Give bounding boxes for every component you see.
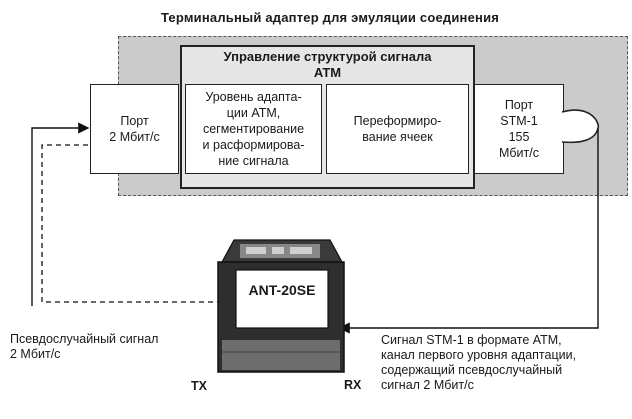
- adapter-title: Терминальный адаптер для эмуляции соедин…: [160, 10, 500, 25]
- tx-label: TX: [191, 379, 207, 393]
- rx-label: RX: [344, 378, 362, 392]
- port-2mbit-block: Порт 2 Мбит/с: [90, 84, 179, 174]
- port-input-line: [31, 122, 90, 306]
- cell-reformatting-block: Переформиро- вание ячеек: [326, 84, 469, 174]
- rx-signal-line: [338, 128, 599, 334]
- atm-control-title: Управление структурой сигнала ATM: [223, 49, 432, 80]
- atm-adaptation-block: Уровень адапта- ции АТМ, сегментирование…: [185, 84, 322, 174]
- device-label: ANT-20SE: [248, 282, 316, 298]
- tx-pseudorandom-line: [41, 144, 240, 308]
- stm1-loop-connector: [561, 109, 600, 144]
- tx-signal-note: Псевдослучайный сигнал 2 Мбит/с: [10, 332, 159, 361]
- rx-signal-note: Сигнал STM-1 в формате АТМ, канал первог…: [381, 333, 577, 392]
- ant20se-device-icon: [217, 239, 345, 373]
- port-stm1-block: Порт STM-1 155 Мбит/с: [474, 84, 564, 174]
